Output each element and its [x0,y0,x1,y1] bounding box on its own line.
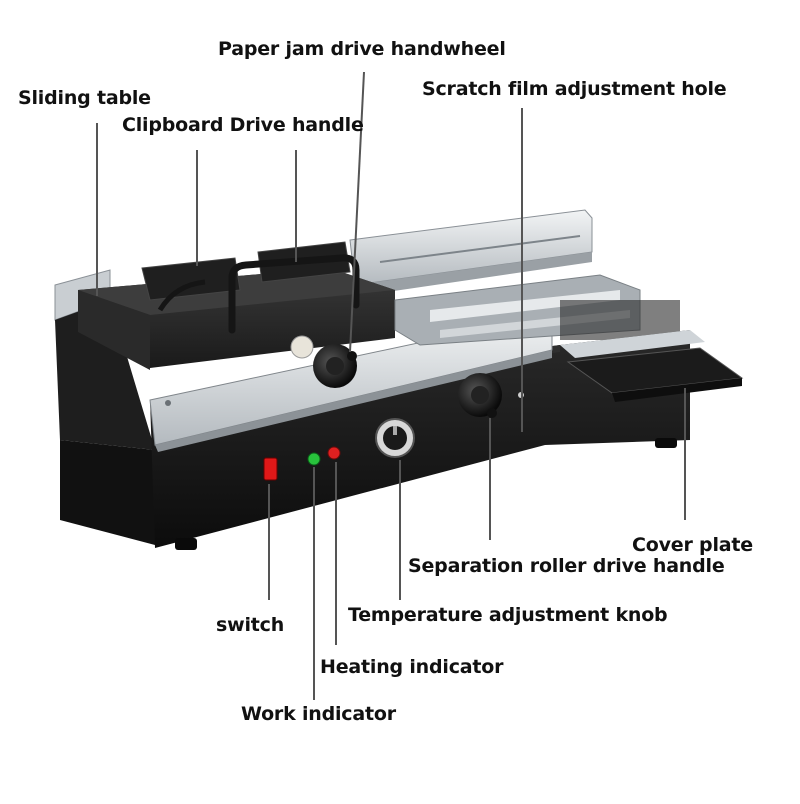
label-scratch-film-hole: Scratch film adjustment hole [422,78,727,100]
work-indicator-led [307,452,321,466]
leader-lines [96,71,686,700]
paper-jam-handwheel [290,335,357,388]
leader-paper-jam [349,71,365,353]
label-heating-indicator: Heating indicator [320,656,504,678]
label-work-indicator: Work indicator [241,703,396,725]
label-clipboard-drive-handle: Clipboard Drive handle [122,114,364,136]
separation-roller-handwheel [458,373,502,418]
roller-carriage [394,274,680,346]
left-housing [54,269,155,545]
cover-plate-part [560,330,744,402]
temperature-dial [375,418,415,458]
power-switch [263,457,278,481]
label-sliding-table: Sliding table [18,87,151,109]
label-separation-roller-drive-handle: Separation roller drive handle [408,555,725,577]
label-cover-plate: Cover plate [632,534,753,556]
rear-rail [349,209,593,296]
label-switch: switch [216,614,285,636]
heating-indicator-led [327,446,341,460]
label-temperature-adjustment-knob: Temperature adjustment knob [348,604,668,626]
label-paper-jam-handwheel: Paper jam drive handwheel [218,38,506,60]
